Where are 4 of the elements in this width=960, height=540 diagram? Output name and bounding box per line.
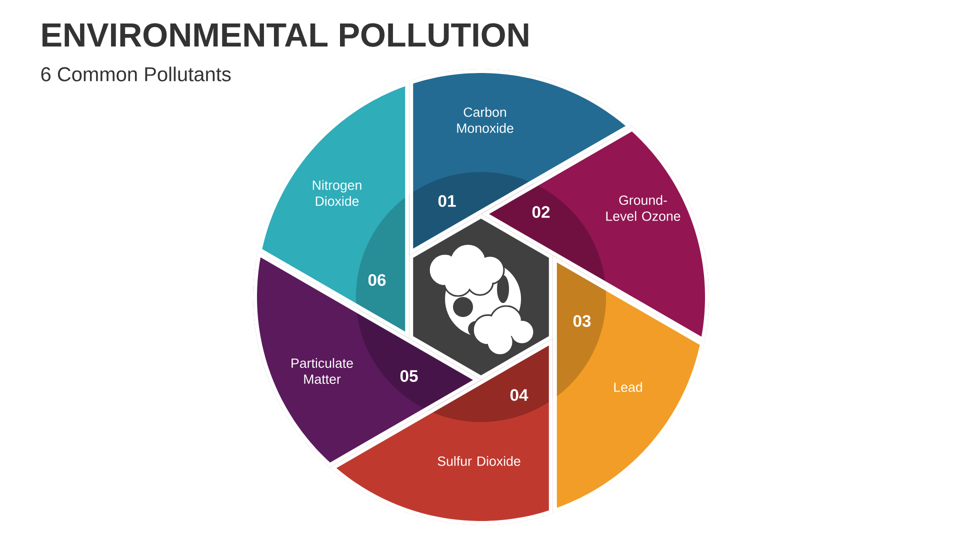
title: ENVIRONMENTAL POLLUTION <box>42 23 528 47</box>
node-label: Nitrogen Dioxide <box>312 180 362 206</box>
node-label: Lead <box>614 382 642 392</box>
subtitle: 6 Common Pollutants <box>41 66 231 82</box>
